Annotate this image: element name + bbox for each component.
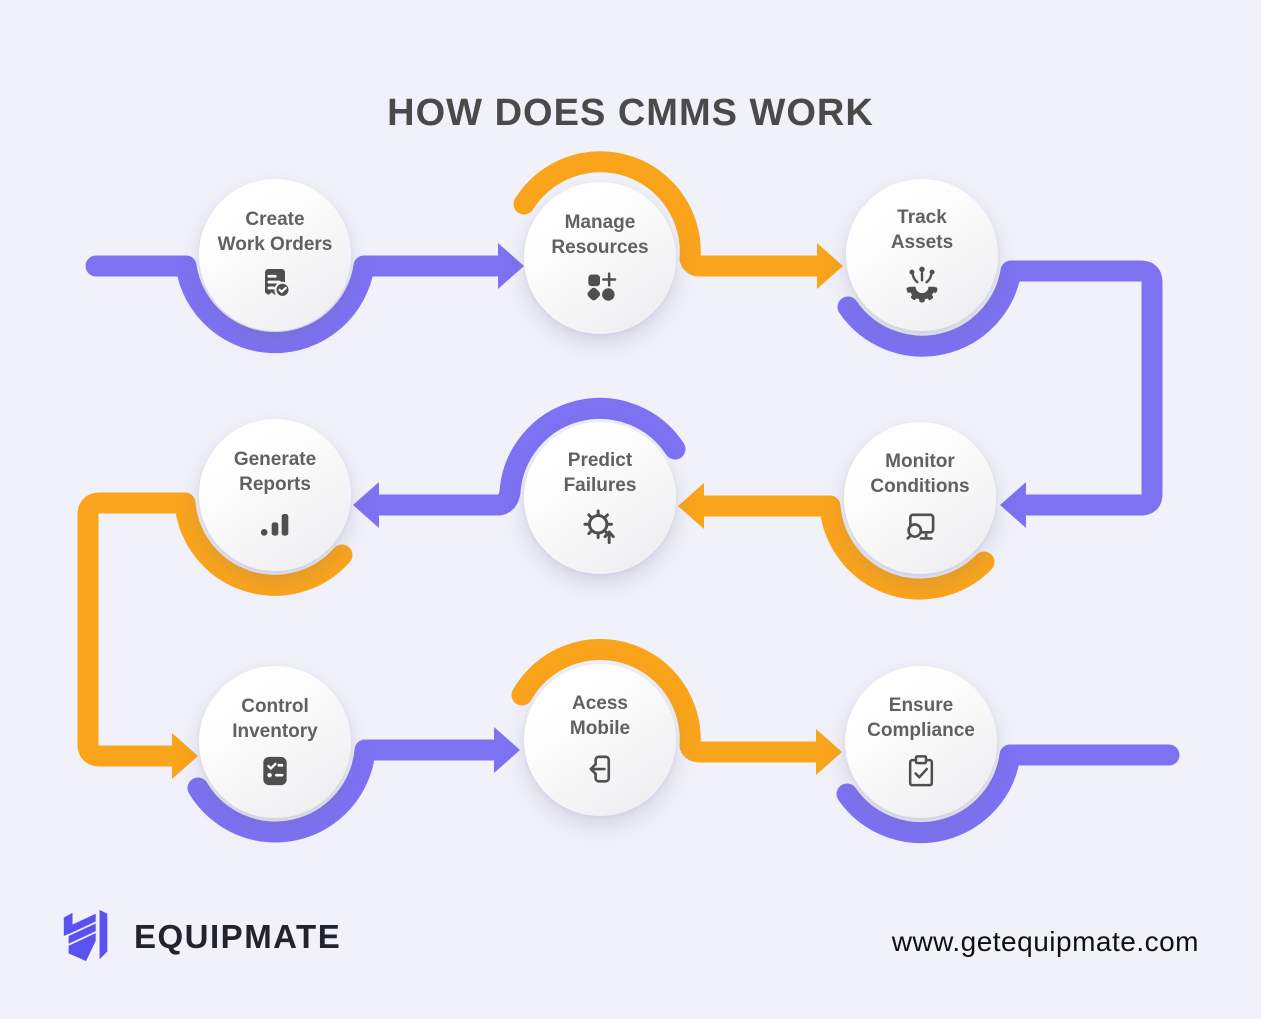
step-label-line2: Compliance [867, 719, 975, 741]
connector-2-orange [513, 151, 826, 277]
step-predict-failures: Predict Failures [524, 422, 676, 574]
step-generate-reports: Generate Reports [199, 419, 351, 571]
step-ensure-compliance: Ensure Compliance [845, 666, 997, 818]
monitor-search-icon [898, 506, 942, 548]
step-label-line2: Assets [890, 231, 954, 253]
connector-8-orange [511, 638, 825, 763]
step-label: Control Inventory [232, 694, 318, 744]
brand-name: EQUIPMATE [134, 918, 342, 955]
mobile-arrow-icon [579, 748, 621, 790]
connector-4-orange [695, 495, 995, 600]
asset-gear-antenna-icon [899, 262, 945, 306]
clipboard-check-icon [901, 750, 941, 792]
step-label-line1: Generate [233, 448, 317, 470]
step-label-line1: Track [897, 206, 947, 228]
gear-arrow-up-icon [578, 505, 622, 549]
step-label: Manage Resources [551, 210, 648, 260]
step-label-line2: Conditions [870, 475, 970, 497]
step-label-line2: Inventory [232, 720, 318, 742]
connector-9-purple [836, 744, 1180, 844]
bar-chart-icon [255, 504, 295, 544]
arrowhead-left-orange [678, 483, 704, 529]
step-label-line1: Manage [564, 211, 636, 233]
step-manage-resources: Manage Resources [524, 182, 676, 334]
step-label-line2: Work Orders [217, 233, 333, 255]
step-acess-mobile: Acess Mobile [524, 664, 676, 816]
step-track-assets: Track Assets [846, 179, 998, 331]
step-label-line1: Monitor [885, 450, 955, 472]
step-label-line2: Reports [239, 473, 311, 495]
arrowhead-right-purple [498, 243, 524, 289]
connector-1-purple [85, 255, 507, 354]
connector-6-orange [77, 492, 353, 767]
step-label-line2: Failures [563, 474, 637, 496]
equipmate-logo-icon [63, 909, 108, 962]
arrowhead-right-purple [494, 727, 520, 773]
website-url: www.getequipmate.com [891, 926, 1199, 957]
inventory-checklist-icon [255, 751, 295, 791]
step-label: Track Assets [891, 205, 953, 255]
step-label-line2: Resources [551, 236, 649, 258]
step-label-line1: Predict [567, 449, 633, 471]
step-label-line1: Create [245, 208, 305, 230]
connector-3-purple [837, 260, 1163, 516]
connector-5-purple [370, 397, 686, 516]
step-label-line1: Ensure [888, 694, 954, 716]
step-label: Predict Failures [564, 448, 637, 498]
step-label: Ensure Compliance [867, 693, 975, 743]
step-label: Create Work Orders [218, 207, 333, 257]
step-create-work-orders: Create Work Orders [199, 179, 351, 331]
step-monitor-conditions: Monitor Conditions [844, 422, 996, 574]
footer-brand: EQUIPMATE [58, 906, 341, 968]
step-label: Generate Reports [234, 447, 316, 497]
work-order-check-icon [255, 264, 295, 304]
arrowhead-left-purple [1000, 482, 1026, 528]
arrowhead-right-orange [172, 733, 198, 779]
resources-shapes-icon [579, 267, 621, 307]
step-control-inventory: Control Inventory [199, 666, 351, 818]
step-label: Acess Mobile [570, 691, 630, 741]
connector-7-purple [187, 739, 503, 843]
step-label-line1: Control [241, 695, 309, 717]
arrowhead-left-purple [353, 482, 379, 528]
page-title: HOW DOES CMMS WORK [387, 92, 874, 134]
step-label: Monitor Conditions [870, 449, 969, 499]
arrowhead-right-orange [816, 729, 842, 775]
step-label-line2: Mobile [569, 717, 631, 739]
step-label-line1: Acess [571, 692, 628, 714]
arrowhead-right-orange [817, 243, 843, 289]
